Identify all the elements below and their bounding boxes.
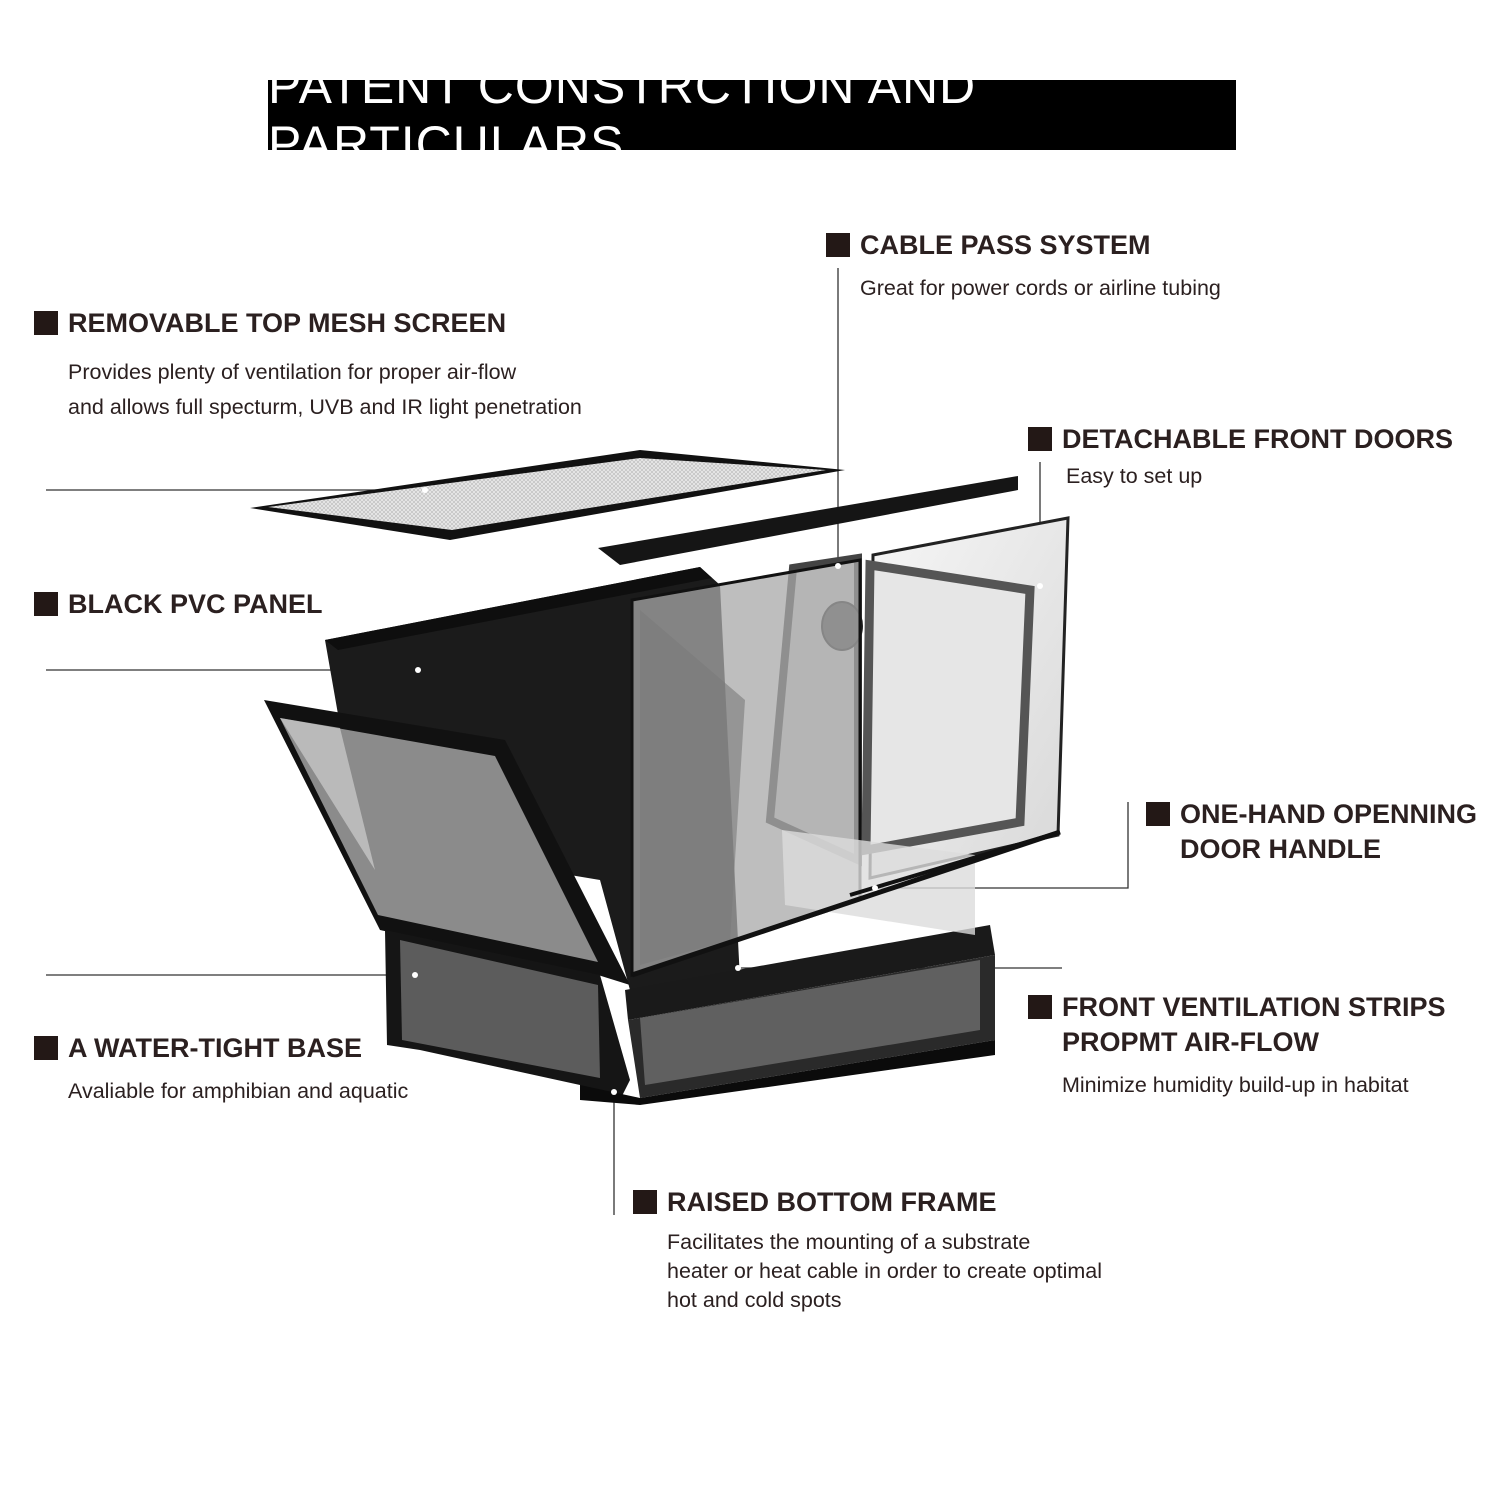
top-mesh-screen xyxy=(250,450,845,540)
top-front-bar xyxy=(598,476,1018,565)
marker-dots xyxy=(412,487,1043,1095)
label-bottom-frame: RAISED BOTTOM FRAME Facilitates the moun… xyxy=(633,1185,1102,1315)
label-pvc-panel: BLACK PVC PANEL xyxy=(34,587,323,622)
label-door-handle: ONE-HAND OPENNING DOOR HANDLE xyxy=(1146,797,1477,867)
bullet-square xyxy=(633,1190,657,1214)
bullet-square xyxy=(826,233,850,257)
bullet-square xyxy=(1028,995,1052,1019)
label-front-doors: DETACHABLE FRONT DOORS Easy to set up xyxy=(1028,422,1453,494)
bullet-square xyxy=(34,311,58,335)
left-side-door xyxy=(264,700,630,985)
bullet-square xyxy=(34,1036,58,1060)
label-base: A WATER-TIGHT BASE Avaliable for amphibi… xyxy=(34,1031,408,1109)
label-cable-pass: CABLE PASS SYSTEM Great for power cords … xyxy=(826,228,1221,306)
bullet-square xyxy=(34,592,58,616)
label-ventilation: FRONT VENTILATION STRIPS PROPMT AIR-FLOW… xyxy=(1028,990,1446,1103)
bullet-square xyxy=(1028,427,1052,451)
label-top-mesh: REMOVABLE TOP MESH SCREEN Provides plent… xyxy=(34,306,582,425)
bullet-square xyxy=(1146,802,1170,826)
door-handle-rail xyxy=(631,829,1061,978)
water-tight-base xyxy=(385,830,995,1100)
raised-bottom-frame xyxy=(580,1040,995,1105)
